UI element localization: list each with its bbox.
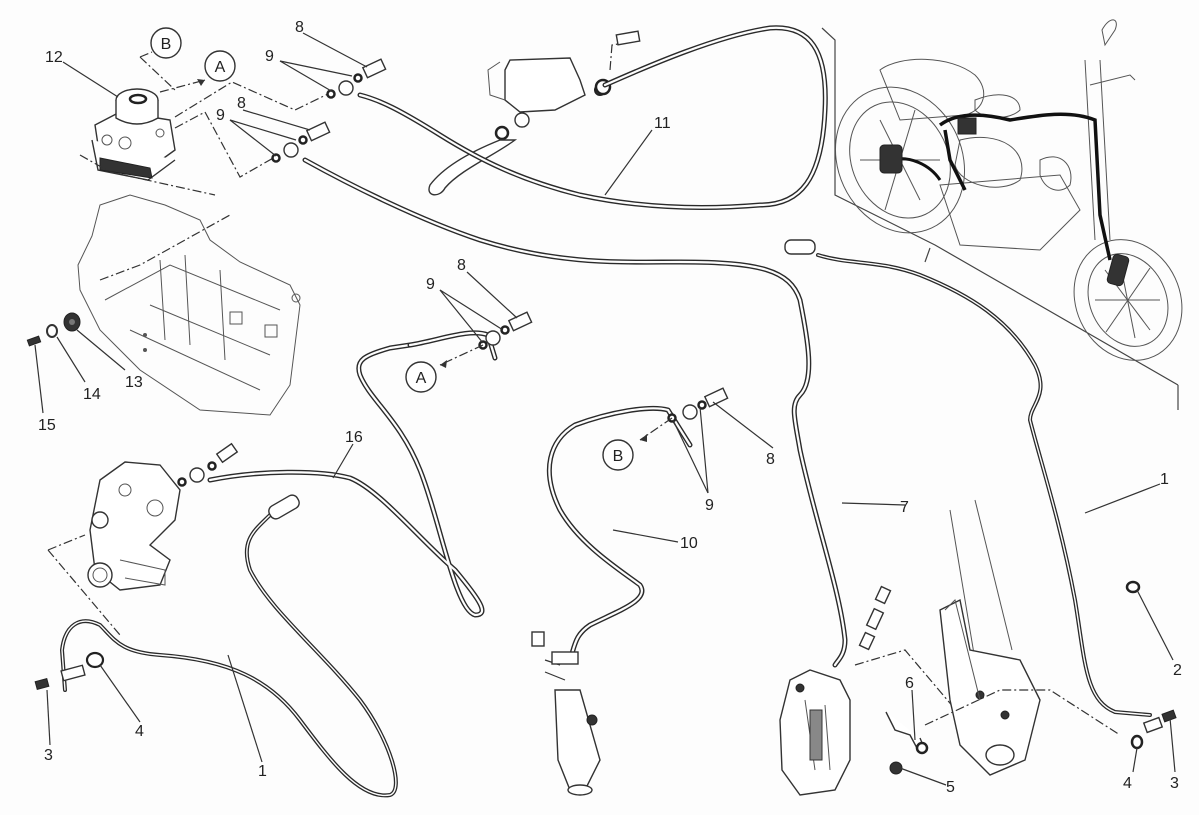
inset-pointer <box>924 247 931 263</box>
bleed-valve <box>858 585 892 651</box>
reference-label: A <box>215 59 226 76</box>
screw-5 <box>889 761 903 775</box>
banjo-fitting-upper-1 <box>326 58 387 99</box>
banjo-bolt <box>507 311 533 332</box>
callout-6: 6 <box>905 675 914 692</box>
screw-3 <box>1161 709 1177 723</box>
cable-clip-6 <box>885 711 929 755</box>
inset-brake-line <box>938 112 1112 261</box>
callout-9: 9 <box>265 48 274 65</box>
callout-labels: 12 8 9 8 9 11 8 9 8 9 13 14 15 16 10 7 1… <box>38 19 1182 796</box>
screw-15 <box>26 335 42 347</box>
reference-a-top: A <box>204 50 236 82</box>
inset-frame-line <box>821 27 1179 386</box>
reference-b-top: B <box>150 27 182 59</box>
reference-label: B <box>613 448 624 465</box>
callout-9: 9 <box>705 497 714 514</box>
reference-b-mid: B <box>602 439 634 471</box>
headlight <box>1039 156 1072 191</box>
callout-8: 8 <box>237 95 246 112</box>
rear-caliper <box>87 461 181 591</box>
banjo-fitting-rear <box>177 442 239 487</box>
rear-sensor-connector <box>268 494 300 520</box>
banjo-fitting-mid-a <box>478 311 533 350</box>
banjo-bolt <box>305 121 331 142</box>
callout-16: 16 <box>345 429 363 446</box>
hose-11 <box>357 25 828 210</box>
callout-14: 14 <box>83 386 101 403</box>
rear-wheel <box>834 86 966 234</box>
front-caliper-inset <box>1106 253 1130 287</box>
leader-lines <box>34 32 1176 786</box>
washer-14 <box>46 324 58 338</box>
callout-8: 8 <box>766 451 775 468</box>
sensor-cable-front <box>784 239 1152 717</box>
front-master-cylinder <box>428 57 612 196</box>
callout-1: 1 <box>258 763 267 780</box>
callout-9: 9 <box>426 276 435 293</box>
tank <box>954 136 1023 188</box>
grommet-2 <box>1125 580 1141 594</box>
callout-8: 8 <box>295 19 304 36</box>
callout-13: 13 <box>125 374 143 391</box>
front-sensor-connector <box>784 239 816 255</box>
callout-4: 4 <box>1123 775 1132 792</box>
callout-3: 3 <box>1170 775 1179 792</box>
callout-3: 3 <box>44 747 53 764</box>
callout-8: 8 <box>457 257 466 274</box>
abs-modulator <box>91 88 176 181</box>
callout-10: 10 <box>680 535 698 552</box>
banjo-fitting-upper-2 <box>271 121 331 163</box>
sensor-mount-left <box>34 651 105 691</box>
reference-a-mid: A <box>405 361 437 393</box>
callout-12: 12 <box>45 49 63 66</box>
brake-lever <box>428 139 518 196</box>
rear-caliper-inset <box>879 144 903 174</box>
engine <box>939 174 1081 251</box>
hose-10 <box>546 405 693 663</box>
banjo-bolt <box>361 58 387 79</box>
grommet-13 <box>63 312 81 332</box>
callout-9: 9 <box>216 107 225 124</box>
seat <box>879 58 985 121</box>
banjo-bolt-top <box>615 30 641 46</box>
mirror <box>1101 19 1117 47</box>
screw-3 <box>34 677 50 691</box>
reference-label: B <box>161 36 172 53</box>
washer-4 <box>85 651 105 669</box>
banjo-fitting-mid-b <box>667 387 729 423</box>
callout-11: 11 <box>654 115 671 132</box>
hose-7 <box>302 157 848 668</box>
front-wheel <box>1073 239 1183 361</box>
callout-15: 15 <box>38 417 56 434</box>
front-caliper <box>779 669 851 796</box>
callout-1: 1 <box>1160 471 1169 488</box>
sensor-mount-right <box>1130 709 1177 750</box>
rear-mc-bolt <box>531 631 545 647</box>
abs-unit-inset <box>957 117 977 135</box>
handlebar-lever <box>1089 74 1136 86</box>
abs-bracket <box>77 194 301 416</box>
motorcycle-inset <box>821 19 1183 410</box>
washer-4 <box>1130 734 1144 750</box>
banjo-bolt <box>703 387 729 408</box>
callout-7: 7 <box>900 499 909 516</box>
callout-5: 5 <box>946 779 955 796</box>
reference-label: A <box>416 370 427 387</box>
sensor-cable-rear <box>59 494 398 798</box>
rear-master-cylinder <box>531 631 601 796</box>
banjo-bolt <box>215 442 239 464</box>
callout-4: 4 <box>135 723 144 740</box>
callout-2: 2 <box>1173 662 1182 679</box>
front-fork <box>939 499 1041 776</box>
